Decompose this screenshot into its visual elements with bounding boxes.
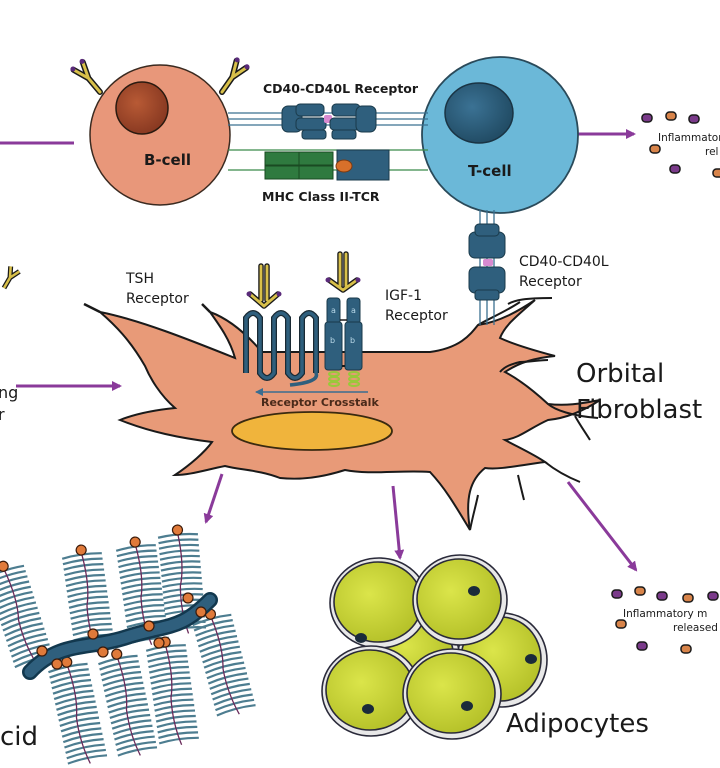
t-cell-nucleus xyxy=(444,82,514,144)
proteoglycan-brush xyxy=(145,636,199,746)
proteoglycan-brush xyxy=(48,656,108,765)
node-icon xyxy=(182,592,194,604)
mediator-icon xyxy=(665,111,677,121)
cd40-side-label-line2: Receptor xyxy=(519,274,582,290)
inflammatory-mediators-bottom xyxy=(611,586,719,654)
igf1-label-line1: IGF-1 xyxy=(385,288,422,304)
cropped-left-label-line2: r xyxy=(0,405,5,424)
node-icon xyxy=(171,524,184,536)
inflammatory-bottom-label-line1: Inflammatory m xyxy=(623,608,707,620)
adipocyte-icon xyxy=(412,554,508,646)
b-cell-label: B-cell xyxy=(144,151,191,169)
mediator-icon xyxy=(649,144,661,154)
arrow-to-inflammatory-mediators-bottom xyxy=(566,481,638,572)
node-icon xyxy=(111,648,123,660)
hyaluronic-acid xyxy=(0,524,256,765)
mhc-tcr-label: MHC Class II-TCR xyxy=(262,189,380,204)
adipocytes xyxy=(321,554,548,740)
mediator-icon xyxy=(707,591,719,601)
antibody-icon xyxy=(246,263,282,309)
b-cell: B-cell xyxy=(89,64,231,206)
fibroblast-nucleus xyxy=(231,411,393,451)
mediator-icon xyxy=(682,593,694,603)
t-cell-label: T-cell xyxy=(468,162,512,180)
receptor-crosstalk: Receptor Crosstalk xyxy=(255,388,379,409)
igf1-subunit-b: b xyxy=(350,336,355,345)
fibroblast-process xyxy=(547,403,599,441)
node-icon xyxy=(195,606,207,618)
fibroblast-process xyxy=(201,303,211,313)
t-cell: T-cell xyxy=(421,56,579,214)
node-icon xyxy=(0,560,9,572)
mediator-icon xyxy=(712,168,720,178)
adipocyte-icon xyxy=(321,645,421,737)
igf1-receptor: IGF-1 Receptor a a b b xyxy=(324,251,448,387)
tsh-receptor: TSH Receptor xyxy=(125,263,319,387)
inflammatory-bottom-label-line2: released xyxy=(673,622,718,634)
fibroblast-process xyxy=(517,461,581,501)
cd40-cd40l-receptor-top: CD40-CD40L Receptor xyxy=(228,81,428,140)
mediator-icon xyxy=(656,591,668,601)
b-cell-nucleus xyxy=(115,81,169,135)
cd40-cd40l-receptor-side: CD40-CD40L Receptor xyxy=(468,210,609,325)
adipocyte-icon xyxy=(329,557,429,649)
antibody-icon xyxy=(1,266,21,290)
mediator-icon xyxy=(611,589,623,599)
proteoglycan-brush xyxy=(192,608,256,717)
orbital-fibroblast xyxy=(83,297,601,531)
igf1-subunit-b: b xyxy=(330,336,335,345)
cropped-left-label-line1: ng xyxy=(0,383,18,402)
igf1-label-line2: Receptor xyxy=(385,308,448,324)
mhc-class-ii-tcr: MHC Class II-TCR xyxy=(228,149,428,204)
cd40-side-label-line1: CD40-CD40L xyxy=(519,254,609,270)
mediator-icon xyxy=(636,641,648,651)
antibody-icon xyxy=(70,58,103,95)
arrow-to-adipocytes xyxy=(391,485,405,560)
hyaluronic-acid-label-partial: cid xyxy=(0,722,38,752)
igf1-subunit-a: a xyxy=(331,306,336,315)
antibodies-b-cell xyxy=(70,57,250,95)
inflammatory-top-label-line1: Inflammatory xyxy=(658,132,720,144)
adipocyte-icon xyxy=(402,648,502,740)
node-icon xyxy=(129,536,141,548)
proteoglycan-brush xyxy=(0,560,54,669)
proteoglycan-brush xyxy=(98,648,158,757)
antibody-icon xyxy=(325,251,361,293)
tsh-label-line2: Receptor xyxy=(126,291,189,307)
mediator-icon xyxy=(688,114,700,124)
inflammatory-mediators-top xyxy=(641,111,720,178)
inflammatory-top-label-line2: rel xyxy=(705,146,718,158)
proteoglycan-brush xyxy=(61,544,115,654)
adipocytes-label: Adipocytes xyxy=(506,709,649,739)
orbital-fibroblast-label-line1: Orbital xyxy=(576,359,664,389)
mediator-icon xyxy=(615,619,627,629)
mediator-icon xyxy=(641,113,653,123)
mediator-icon xyxy=(634,586,646,596)
crosstalk-label: Receptor Crosstalk xyxy=(261,396,379,409)
fibroblast-process xyxy=(477,297,553,326)
node-icon xyxy=(36,645,48,657)
node-icon xyxy=(97,646,109,658)
node-icon xyxy=(51,658,63,670)
node-icon xyxy=(87,628,99,640)
b-cell-body xyxy=(89,64,231,206)
arrow-to-hyaluronic-acid xyxy=(203,473,224,524)
fibroblast-process xyxy=(469,494,479,531)
cd40-top-label: CD40-CD40L Receptor xyxy=(263,81,419,96)
fibroblast-process xyxy=(83,302,101,314)
antibody-icon xyxy=(219,57,250,95)
antigen-peptide xyxy=(335,159,353,173)
tsh-label-line1: TSH xyxy=(125,271,154,287)
node-icon xyxy=(75,544,87,556)
node-icon xyxy=(143,620,155,632)
transmembrane-coil xyxy=(328,371,360,387)
igf1-subunit-a: a xyxy=(351,306,356,315)
mediator-icon xyxy=(680,644,692,654)
fibroblast-process xyxy=(499,359,549,373)
orbital-fibroblast-label-line2: Fibroblast xyxy=(576,395,702,425)
node-icon xyxy=(153,637,165,649)
mediator-icon xyxy=(669,164,681,174)
pathway-arrows xyxy=(0,129,638,572)
